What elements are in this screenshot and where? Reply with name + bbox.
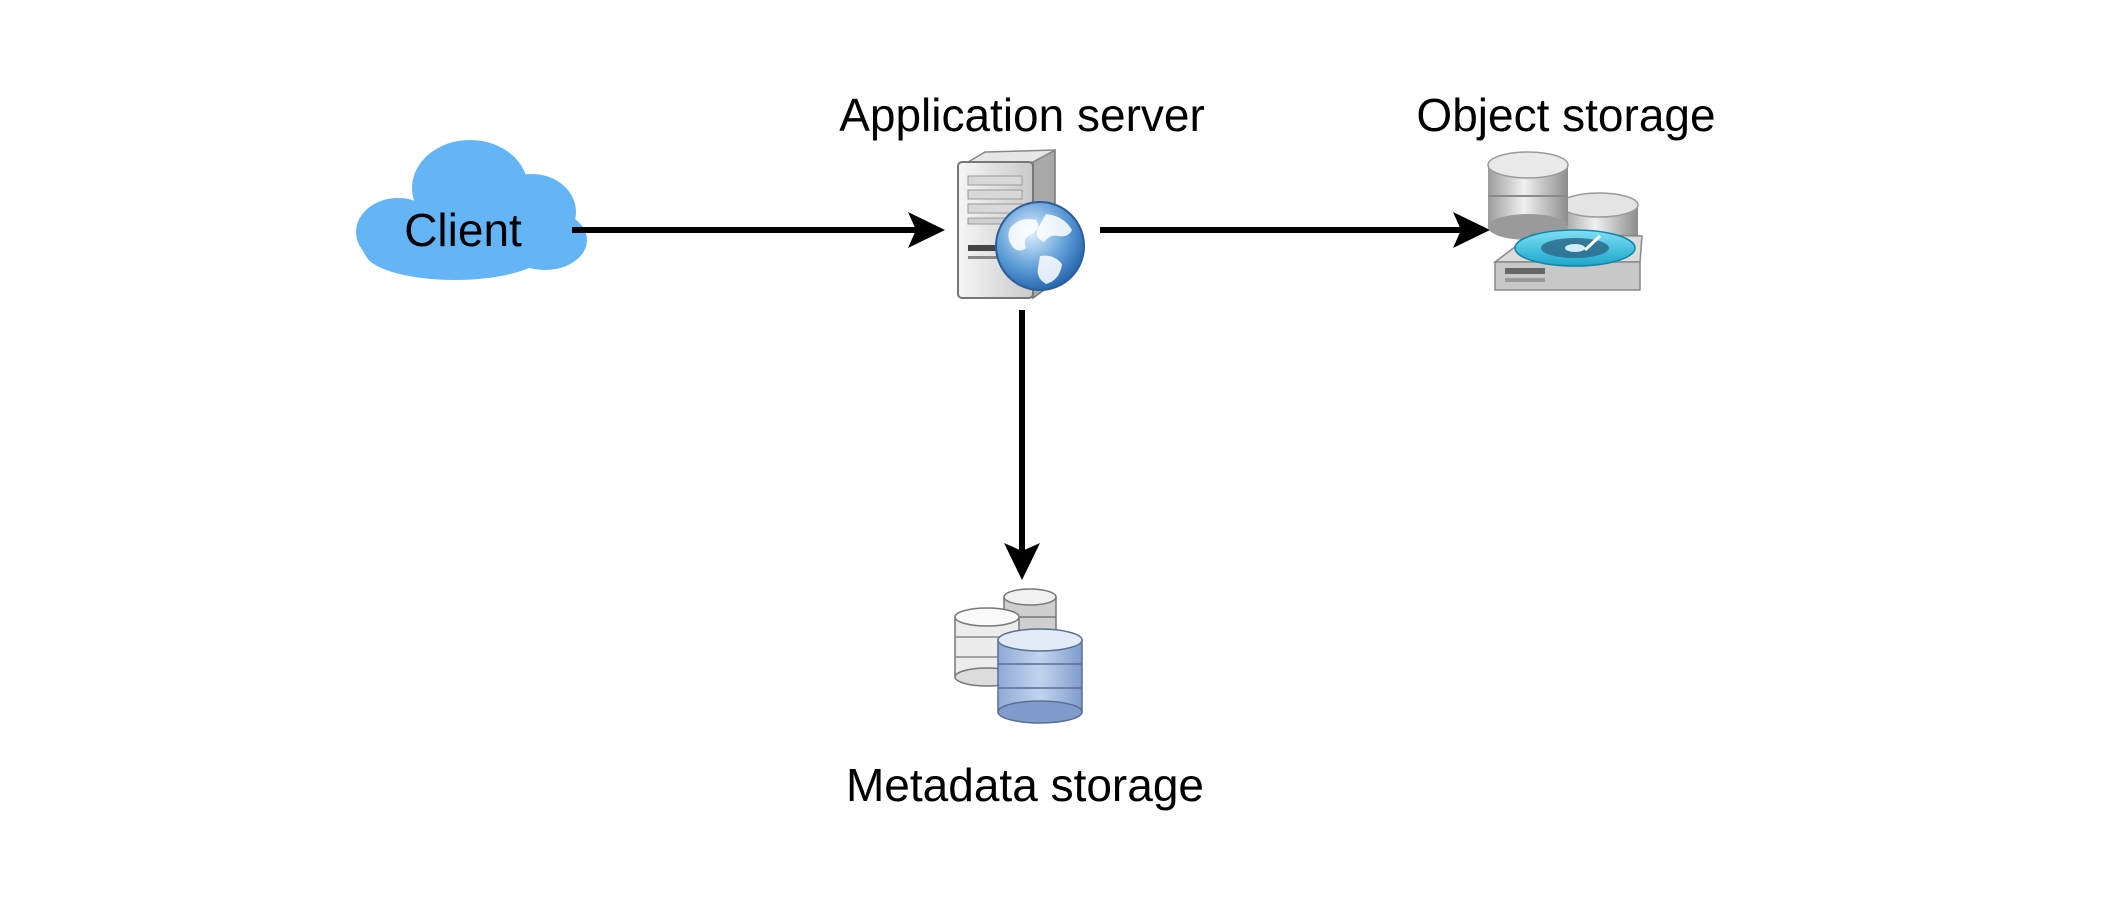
client-label: Client: [404, 204, 522, 256]
disk-storage-icon: [1487, 151, 1643, 291]
arrow-app-server-to-metadata-storage: [1004, 310, 1040, 580]
app-server-label: Application server: [839, 89, 1205, 141]
database-stack-icon: [954, 588, 1083, 724]
arrow-client-to-app-server: [572, 212, 945, 248]
server-globe-icon: [957, 148, 1085, 300]
object-storage-label: Object storage: [1416, 89, 1716, 141]
cloud-icon: [356, 140, 587, 280]
arrow-app-server-to-object-storage: [1100, 212, 1490, 248]
metadata-storage-label: Metadata storage: [845, 759, 1205, 811]
